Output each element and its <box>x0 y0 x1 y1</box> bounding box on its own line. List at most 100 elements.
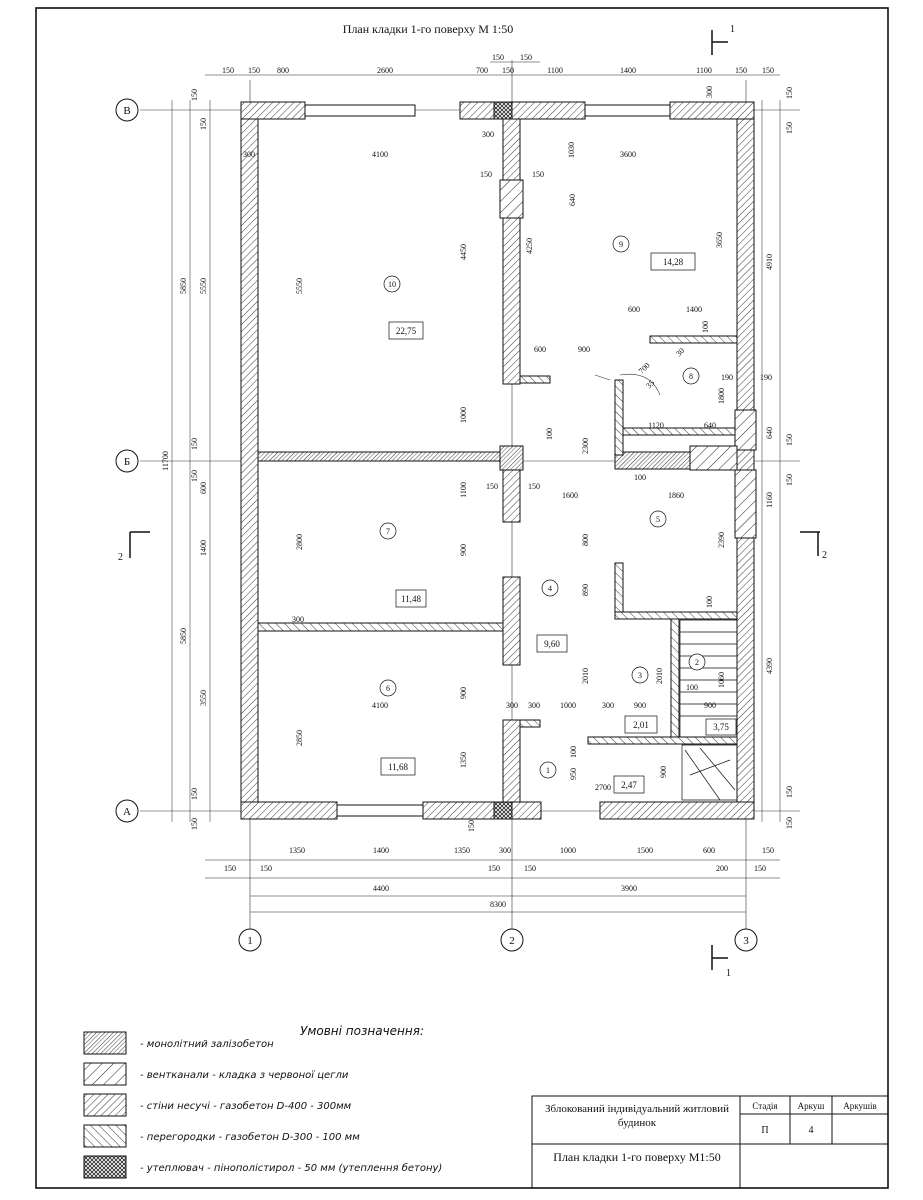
wall-center-mid <box>502 469 521 523</box>
svg-text:Стадія: Стадія <box>752 1101 777 1111</box>
svg-text:- вентканали - кладка з черво: - вентканали - кладка з червоної цегли <box>140 1070 349 1081</box>
svg-text:900: 900 <box>634 701 646 710</box>
section-mark-top: 1 <box>711 24 735 55</box>
svg-text:900: 900 <box>659 766 668 778</box>
svg-text:150: 150 <box>260 864 272 873</box>
beam-row-Б-left <box>257 451 504 462</box>
svg-text:190: 190 <box>721 373 733 382</box>
svg-text:2: 2 <box>822 550 827 561</box>
svg-text:4100: 4100 <box>372 150 388 159</box>
svg-text:2800: 2800 <box>295 534 304 550</box>
section-mark-right: 2 <box>800 531 827 561</box>
svg-text:1400: 1400 <box>686 305 702 314</box>
svg-text:1860: 1860 <box>668 491 684 500</box>
legend-swatch-monolith <box>83 1031 127 1055</box>
svg-text:3: 3 <box>638 671 642 680</box>
svg-text:1: 1 <box>546 766 550 775</box>
svg-text:4390: 4390 <box>765 658 774 674</box>
svg-text:600: 600 <box>628 305 640 314</box>
svg-text:- стіни несучі - газобетон D-4: - стіни несучі - газобетон D-400 - 300мм <box>140 1100 352 1112</box>
svg-text:П: П <box>761 1125 768 1136</box>
svg-text:1000: 1000 <box>560 846 576 855</box>
svg-text:3900: 3900 <box>621 884 637 893</box>
axis-bubble-col-3: 3 <box>734 928 758 952</box>
svg-text:3550: 3550 <box>199 690 208 706</box>
svg-text:1: 1 <box>726 968 731 979</box>
axis-bubble-row-А: А <box>115 799 139 823</box>
svg-text:150: 150 <box>524 864 536 873</box>
project-name: Зблокований індивідуальний житловий буди… <box>545 1103 729 1129</box>
partition-3-right <box>670 618 680 738</box>
top-dims: 150 150 150 150 800 2600 700 150 1100 14… <box>222 53 774 75</box>
wall-top-window-left <box>304 104 416 117</box>
svg-text:22,75: 22,75 <box>396 326 417 336</box>
door-swings <box>594 373 661 396</box>
svg-text:4: 4 <box>548 584 552 593</box>
svg-text:950: 950 <box>569 768 578 780</box>
inner-dims: 4100 3600 300 300 150 150 1030 640 5550 … <box>243 130 733 832</box>
svg-text:1350: 1350 <box>459 752 468 768</box>
vent-channel-right-low <box>734 469 757 539</box>
svg-text:3: 3 <box>743 935 749 947</box>
wall-bottom-window <box>336 804 424 817</box>
svg-text:2850: 2850 <box>295 730 304 746</box>
sheet-frame <box>35 7 889 1189</box>
svg-text:100: 100 <box>705 596 714 608</box>
svg-text:150: 150 <box>762 846 774 855</box>
wall-right <box>736 101 755 820</box>
partition-3-top <box>614 611 738 620</box>
svg-text:700: 700 <box>637 361 652 376</box>
svg-text:150: 150 <box>528 482 540 491</box>
svg-text:Аркушів: Аркушів <box>843 1101 876 1111</box>
section-mark-bottom: 1 <box>711 945 731 979</box>
svg-text:150: 150 <box>492 53 504 62</box>
svg-text:30: 30 <box>674 346 686 358</box>
svg-text:640: 640 <box>568 194 577 206</box>
stairs <box>679 619 738 801</box>
svg-text:6: 6 <box>386 684 390 693</box>
svg-text:1350: 1350 <box>454 846 470 855</box>
room-8: 8 <box>682 367 700 385</box>
room-10: 10 22,75 <box>383 275 424 340</box>
svg-text:5850: 5850 <box>179 628 188 644</box>
svg-text:1400: 1400 <box>373 846 389 855</box>
svg-text:150: 150 <box>785 474 794 486</box>
legend-swatch-vent <box>83 1062 127 1086</box>
svg-text:150: 150 <box>222 66 234 75</box>
svg-text:7: 7 <box>386 527 390 536</box>
svg-text:300: 300 <box>602 701 614 710</box>
svg-text:300: 300 <box>506 701 518 710</box>
svg-text:2010: 2010 <box>581 668 590 684</box>
svg-text:А: А <box>123 806 131 818</box>
wall-top-mid <box>459 101 586 120</box>
legend-title: Умовні позначення: <box>300 1024 424 1038</box>
partition-7-6 <box>257 622 504 632</box>
svg-text:150: 150 <box>248 66 260 75</box>
svg-text:1100: 1100 <box>459 482 468 498</box>
svg-text:150: 150 <box>199 118 208 130</box>
svg-text:11,48: 11,48 <box>401 594 421 604</box>
svg-text:1000: 1000 <box>459 407 468 423</box>
svg-text:1030: 1030 <box>567 142 576 158</box>
svg-text:1: 1 <box>730 24 735 35</box>
svg-text:2300: 2300 <box>581 438 590 454</box>
svg-text:11,68: 11,68 <box>388 762 408 772</box>
svg-text:4250: 4250 <box>525 238 534 254</box>
insulation-bottom <box>493 801 513 820</box>
svg-text:2,47: 2,47 <box>621 780 637 790</box>
svg-text:150: 150 <box>190 438 199 450</box>
svg-text:4: 4 <box>809 1125 814 1136</box>
svg-text:150: 150 <box>785 817 794 829</box>
svg-text:1120: 1120 <box>648 421 664 430</box>
wall-bottom-mid <box>422 801 542 820</box>
room-6: 6 11,68 <box>379 679 416 776</box>
svg-text:3,75: 3,75 <box>713 722 729 732</box>
beam-row-Б-node <box>499 445 524 471</box>
partition-5-left <box>614 562 624 617</box>
svg-text:100: 100 <box>634 473 646 482</box>
svg-text:1000: 1000 <box>560 701 576 710</box>
svg-text:200: 200 <box>716 864 728 873</box>
svg-text:9: 9 <box>619 240 623 249</box>
svg-text:150: 150 <box>532 170 544 179</box>
svg-text:150: 150 <box>785 122 794 134</box>
